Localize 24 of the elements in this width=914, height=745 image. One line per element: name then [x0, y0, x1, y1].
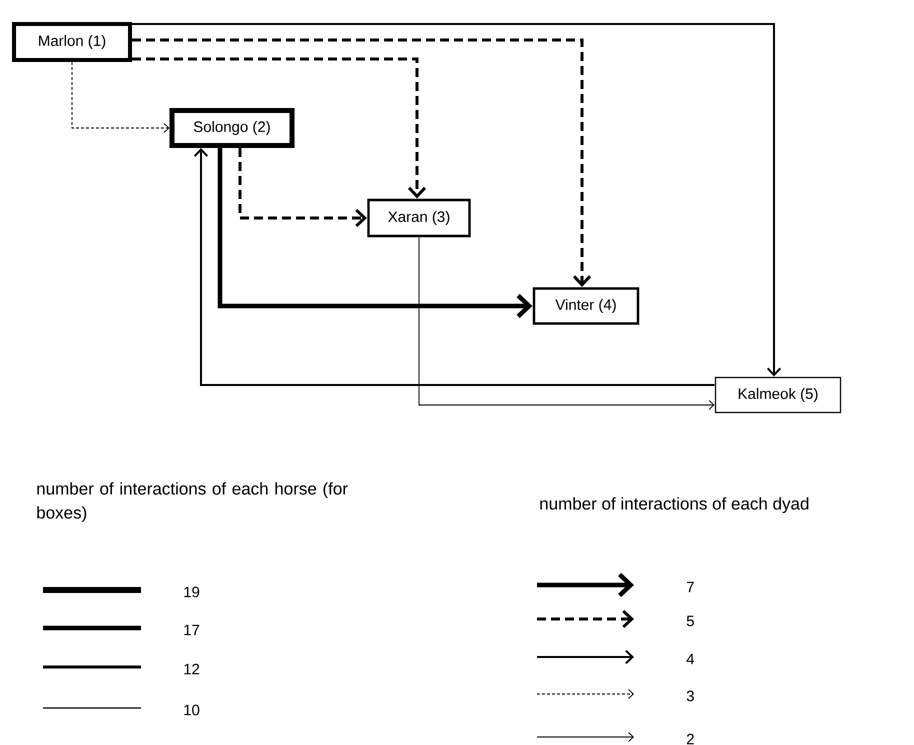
legend-heading: number of interactions of each horse (for boxes) [37, 482, 348, 522]
legend-label: 17 [184, 624, 200, 636]
arrow [72, 62, 170, 133]
arrow [132, 58, 426, 198]
arrow [132, 38, 592, 287]
name-box: Kalmeok (5) [714, 376, 842, 414]
legend-label: 2 [686, 734, 694, 744]
legend-label: 10 [184, 704, 200, 716]
name-box: Solongo (2) [170, 108, 294, 148]
legend-label: 7 [686, 582, 694, 592]
legend-heading: number of interactions of each dyad [540, 497, 808, 514]
name-box: Xaran (3) [367, 198, 471, 238]
arrow [238, 148, 367, 228]
name-box: Vinter (4) [532, 287, 640, 325]
arrow [194, 148, 714, 386]
legend-label: 4 [686, 654, 694, 664]
legend-label: 5 [686, 616, 694, 626]
legend-label: 19 [184, 586, 200, 598]
name-box: Marlon (1) [12, 22, 132, 62]
arrow [418, 237, 714, 410]
arrow [132, 23, 782, 376]
legend-label: 12 [184, 664, 200, 674]
arrow [218, 148, 532, 318]
legend-label: 3 [686, 690, 694, 702]
